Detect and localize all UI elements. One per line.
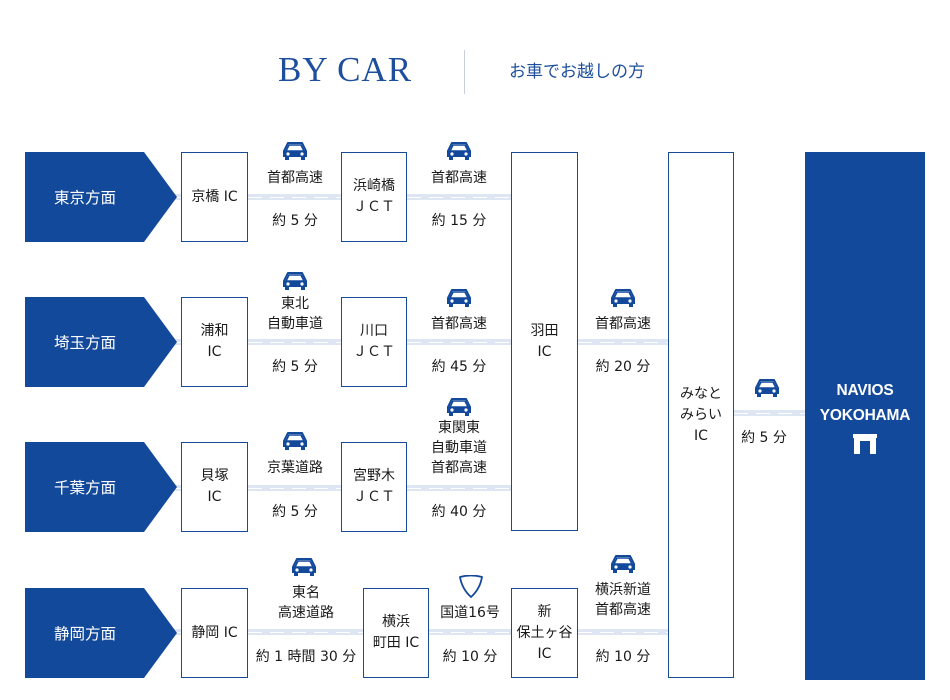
road-r3b: [407, 485, 511, 491]
route-name-r3a: 京葉道路: [267, 460, 323, 476]
region-tokyo: 東京方面: [25, 152, 177, 242]
jct-kawaguchi: 川口 ＪＣＴ: [341, 297, 407, 387]
route-name-r2a: 東北自動車道: [267, 296, 323, 332]
travel-time-r4b: 約 10 分: [442, 649, 498, 665]
road-haneda: [578, 339, 668, 345]
ic-label: IC: [207, 489, 222, 505]
route-name-r3b: 東関東自動車道首都高速: [431, 420, 487, 476]
road-r2b: [407, 339, 511, 345]
road-r1b: [407, 194, 511, 200]
ic-label: 横浜: [382, 614, 410, 630]
road-final: [734, 410, 805, 416]
region-chiba: 千葉方面: [25, 442, 177, 532]
ic-label: 町田 IC: [372, 635, 420, 651]
route-name-r2b: 首都高速: [431, 316, 487, 332]
ic-label: 新: [537, 603, 552, 620]
road-r4b: [429, 629, 511, 635]
car-icon: [754, 379, 780, 398]
region-label: 千葉方面: [54, 479, 117, 497]
travel-time-r2b: 約 45 分: [431, 359, 487, 375]
route-name-r1b: 首都高速: [431, 170, 487, 186]
ic-label: IC: [694, 427, 708, 444]
page-title: BY CAR: [278, 50, 413, 89]
car-icon: [282, 432, 308, 451]
road-r3a: [248, 485, 341, 491]
route-name-r4b: 国道16号: [440, 605, 500, 621]
destination-navios-yokohama: NAVIOS YOKOHAMA: [805, 152, 925, 680]
route-name-r4c: 横浜新道首都高速: [595, 582, 651, 618]
header-divider: [464, 50, 465, 94]
page-subtitle: お車でお越しの方: [509, 62, 645, 82]
ic-label: IC: [537, 645, 552, 662]
jct-label: ＪＣＴ: [353, 344, 395, 360]
car-icon: [446, 289, 472, 308]
route-shield-icon: [459, 575, 483, 598]
region-label: 静岡方面: [54, 625, 117, 643]
car-icon: [446, 398, 472, 417]
jct-label: 川口: [360, 323, 388, 339]
ic-label: 羽田: [530, 322, 559, 339]
region-label: 埼玉方面: [54, 334, 117, 352]
ic-urawa: 浦和 IC: [181, 297, 248, 387]
destination-name-line2: YOKOHAMA: [819, 407, 911, 424]
ic-minatomirai: みなとみらい IC: [668, 152, 734, 678]
ic-label: 保土ヶ谷: [516, 624, 573, 641]
road-r2a: [248, 339, 341, 345]
ic-shizuoka: 静岡 IC: [181, 588, 248, 678]
region-label: 東京方面: [54, 189, 117, 207]
travel-time-r4c: 約 10 分: [595, 649, 651, 665]
jct-miyanogi: 宮野木 ＪＣＴ: [341, 442, 407, 532]
ic-label: IC: [537, 343, 552, 360]
ic-label: みなと: [680, 385, 722, 402]
jct-label: ＪＣＴ: [353, 199, 395, 215]
travel-time-final: 約 5 分: [741, 430, 787, 446]
car-icon: [610, 289, 636, 308]
car-icon: [291, 558, 317, 577]
route-name-r4a: 東名高速道路: [278, 585, 334, 621]
jct-hamazakibashi: 浜崎橋 ＪＣＴ: [341, 152, 407, 242]
ic-label: 京橋 IC: [191, 188, 238, 205]
travel-time-r1a: 約 5 分: [272, 213, 318, 229]
ic-label: みらい: [680, 406, 722, 423]
travel-time-r4a: 約 1 時間 30 分: [255, 649, 357, 665]
road-r4c: [578, 629, 668, 635]
road-r4a: [248, 629, 363, 635]
travel-time-r3b: 約 40 分: [431, 504, 487, 520]
ic-shin-hodogaya: 新保土ヶ谷 IC: [511, 588, 578, 678]
road-r1a: [248, 194, 341, 200]
ic-kaizuka: 貝塚 IC: [181, 442, 248, 532]
region-shizuoka: 静岡方面: [25, 588, 177, 678]
travel-time-r2a: 約 5 分: [272, 359, 318, 375]
jct-label: 宮野木: [353, 468, 395, 484]
travel-time-rh: 約 20 分: [595, 359, 651, 375]
ic-label: IC: [207, 344, 222, 360]
travel-time-r3a: 約 5 分: [272, 504, 318, 520]
car-icon: [610, 555, 636, 574]
route-name-r1a: 首都高速: [267, 170, 323, 186]
car-icon: [282, 272, 308, 291]
ic-yokohama-machida: 横浜町田 IC: [363, 588, 429, 678]
car-icon: [446, 142, 472, 161]
car-icon: [282, 142, 308, 161]
jct-label: 浜崎橋: [353, 178, 395, 194]
travel-time-r1b: 約 15 分: [431, 213, 487, 229]
building-icon: [853, 434, 877, 454]
ic-kyobashi: 京橋 IC: [181, 152, 248, 242]
route-name-rh: 首都高速: [595, 316, 651, 332]
region-saitama: 埼玉方面: [25, 297, 177, 387]
destination-name-line1: NAVIOS: [836, 382, 894, 399]
ic-label: 貝塚: [200, 468, 229, 484]
jct-label: ＪＣＴ: [353, 489, 395, 505]
ic-label: 浦和: [200, 323, 229, 339]
ic-haneda: 羽田 IC: [511, 152, 578, 531]
ic-label: 静岡 IC: [191, 624, 238, 641]
